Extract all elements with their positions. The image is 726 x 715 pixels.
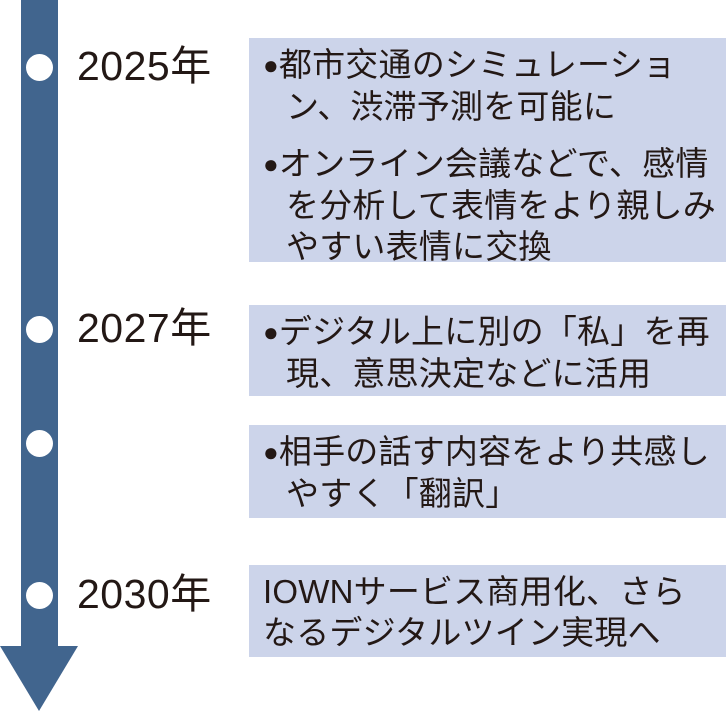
bullet-line: デジタル上に別の「私」を再現、 [278,313,710,392]
bullet-dot-icon: ● [263,437,279,467]
year-label-2030: 2030年 [77,571,212,617]
bullet-dot-icon: ● [263,50,279,80]
bullet-line: IOWNサービス商用化、さらな [263,573,686,651]
timeline-marker-dot-1 [26,54,53,81]
bullet-item: ●相手の話す内容をより共感しやすく「翻訳」 [263,431,716,514]
bullet-dot-icon: ● [263,317,279,347]
content-box-2030: IOWNサービス商用化、さらなるデジタルツイン実現へ [249,565,726,657]
bullet-line: 渋滞予測を可能に [350,88,617,125]
timeline-marker-dot-2 [26,316,53,343]
bullet-line: すい表情に交換 [319,228,552,265]
timeline-arrow-icon [0,646,78,711]
bullet-line: やすく「翻訳」 [286,475,519,512]
timeline-axis [0,0,90,715]
bullet-line: 都市交通のシミュレーション、 [278,46,676,125]
year-label-2025: 2025年 [77,43,212,89]
timeline-marker-dot-3 [26,430,53,457]
content-box-2027: ●デジタル上に別の「私」を再現、意思決定などに活用 [249,305,726,396]
content-box-unlabeled: ●相手の話す内容をより共感しやすく「翻訳」 [249,425,726,518]
bullet-dot-icon: ● [263,149,279,179]
bullet-line: オンライン会議などで、感情を [278,145,709,224]
bullet-line: 分析して表情をより親しみや [286,187,716,265]
year-label-2027: 2027年 [77,305,212,351]
bullet-item: ●都市交通のシミュレーション、渋滞予測を可能に [263,44,716,127]
bullet-line: 相手の話す内容をより共感し [278,433,710,470]
bullet-line: るデジタルツイン実現へ [296,614,661,651]
bullet-item: ●デジタル上に別の「私」を再現、意思決定などに活用 [263,311,716,394]
bullet-item: IOWNサービス商用化、さらなるデジタルツイン実現へ [263,571,716,653]
content-box-2025: ●都市交通のシミュレーション、渋滞予測を可能に ●オンライン会議などで、感情を分… [249,38,726,265]
bullet-item: ●オンライン会議などで、感情を分析して表情をより親しみやすい表情に交換 [263,143,716,267]
bullet-line: 意思決定などに活用 [352,355,652,392]
timeline-marker-dot-4 [26,582,53,609]
